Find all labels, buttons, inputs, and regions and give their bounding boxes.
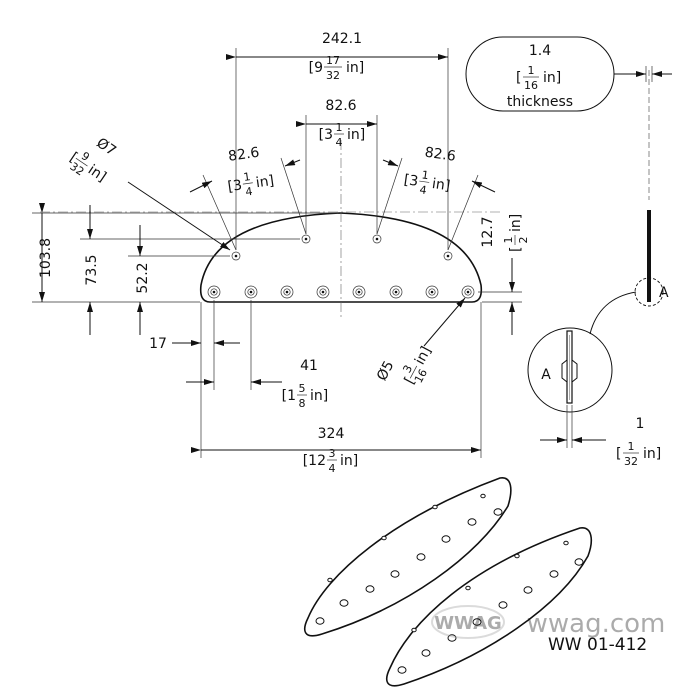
svg-text:in]: in] bbox=[340, 453, 358, 469]
svg-text:Ø5: Ø5 bbox=[374, 358, 397, 383]
svg-text:16: 16 bbox=[524, 79, 538, 92]
dim-bottom-row-height: 12.7 [ 1 2 in] bbox=[480, 214, 530, 252]
upper-hole bbox=[443, 251, 453, 261]
svg-text:[: [ bbox=[616, 446, 621, 462]
dim-right-spacing: 82.6 [3 1 4 in] bbox=[403, 145, 457, 197]
upper-hole bbox=[301, 234, 311, 244]
watermark-text: wwag.com bbox=[527, 609, 666, 639]
bottom-hole bbox=[389, 285, 403, 299]
bottom-hole bbox=[352, 285, 366, 299]
svg-text:Ø7: Ø7 bbox=[93, 135, 118, 159]
dim-upper-hole-diameter: Ø7 [ 9 32 in] bbox=[67, 135, 119, 185]
dim-lower-outer-hole-height: 52.2 bbox=[135, 262, 151, 293]
svg-text:16: 16 bbox=[412, 367, 430, 385]
svg-text:324: 324 bbox=[318, 426, 345, 442]
dim-hole-pitch: 41 [1 5 8 in] bbox=[282, 358, 329, 410]
svg-text:in]: in] bbox=[431, 176, 451, 194]
watermark-seal: WWAG bbox=[434, 613, 502, 634]
plate-holes bbox=[397, 540, 584, 674]
svg-text:in]: in] bbox=[346, 60, 364, 76]
bottom-hole bbox=[207, 285, 221, 299]
upper-hole-row bbox=[231, 234, 453, 261]
dim-total-height: 103.8 bbox=[38, 238, 54, 278]
svg-text:in]: in] bbox=[347, 127, 365, 143]
bottom-hole bbox=[280, 285, 294, 299]
svg-text:1: 1 bbox=[502, 237, 515, 244]
front-view bbox=[40, 140, 500, 318]
dim-detail-offset: 1 [ 1 32 in] bbox=[616, 416, 661, 468]
svg-text:in]: in] bbox=[310, 388, 328, 404]
svg-text:[3: [3 bbox=[403, 172, 419, 190]
thickness-callout: 1.4 [ 1 16 in] thickness bbox=[465, 36, 672, 112]
dim-242-mm: 242.1 bbox=[322, 31, 362, 47]
dimension-lines bbox=[32, 48, 522, 458]
svg-text:thickness: thickness bbox=[507, 94, 573, 110]
bottom-hole bbox=[244, 285, 258, 299]
svg-text:1.4: 1.4 bbox=[529, 43, 551, 59]
svg-text:41: 41 bbox=[300, 358, 318, 374]
part-number: WW 01-412 bbox=[548, 635, 647, 655]
svg-text:[3: [3 bbox=[319, 127, 333, 143]
bottom-hole bbox=[316, 285, 330, 299]
dim-center-spacing: 82.6 [3 1 4 in] bbox=[319, 98, 366, 149]
dim-lower-hole-diameter: Ø5 [ 3 16 in] bbox=[374, 344, 435, 387]
svg-text:4: 4 bbox=[329, 462, 336, 475]
svg-text:12.7: 12.7 bbox=[480, 216, 496, 247]
upper-hole bbox=[231, 251, 241, 261]
svg-text:82.6: 82.6 bbox=[424, 145, 457, 165]
svg-text:1: 1 bbox=[528, 64, 535, 77]
detail-callout-label: A bbox=[659, 285, 669, 301]
bottom-hole bbox=[425, 285, 439, 299]
svg-text:1: 1 bbox=[628, 440, 635, 453]
svg-text:in]: in] bbox=[412, 344, 435, 368]
svg-text:5: 5 bbox=[299, 382, 306, 395]
dim-overall-width: 324 [12 3 4 in] bbox=[303, 426, 359, 475]
side-view: A bbox=[634, 70, 669, 307]
svg-text:[9: [9 bbox=[309, 60, 323, 76]
dim-left-spacing: 82.6 [3 1 4 in] bbox=[227, 145, 275, 199]
svg-text:[: [ bbox=[508, 247, 524, 252]
svg-text:in]: in] bbox=[643, 446, 661, 462]
svg-text:4: 4 bbox=[419, 183, 428, 197]
svg-text:[1: [1 bbox=[282, 388, 296, 404]
svg-text:32: 32 bbox=[326, 69, 340, 82]
svg-text:3: 3 bbox=[329, 447, 336, 460]
svg-text:17: 17 bbox=[326, 54, 340, 67]
bottom-hole bbox=[461, 285, 475, 299]
svg-text:in]: in] bbox=[508, 214, 524, 232]
svg-text:32: 32 bbox=[67, 160, 86, 179]
detail-view-a: A bbox=[527, 291, 637, 448]
svg-text:1: 1 bbox=[336, 121, 343, 134]
detail-circle bbox=[527, 327, 613, 413]
dim-edge-offset: 17 bbox=[149, 336, 167, 352]
svg-text:1: 1 bbox=[636, 416, 645, 432]
isometric-plate-front bbox=[385, 527, 593, 687]
side-profile bbox=[647, 210, 651, 302]
svg-text:32: 32 bbox=[624, 455, 638, 468]
isometric-plate-back bbox=[303, 477, 512, 637]
upper-hole bbox=[372, 234, 382, 244]
svg-text:1: 1 bbox=[243, 170, 252, 184]
svg-text:8: 8 bbox=[299, 397, 306, 410]
svg-text:82.6: 82.6 bbox=[227, 145, 260, 165]
detail-view-label: A bbox=[541, 367, 551, 383]
svg-text:in]: in] bbox=[85, 162, 109, 185]
dim-242: 242.1 [9 17 32 in] bbox=[309, 31, 365, 82]
bottom-hole-row bbox=[207, 285, 475, 299]
svg-text:[: [ bbox=[516, 70, 521, 86]
svg-text:4: 4 bbox=[336, 136, 343, 149]
watermark: WWAG wwag.com bbox=[431, 605, 666, 639]
dim-upper-outer-hole-height: 73.5 bbox=[84, 254, 100, 285]
svg-text:1: 1 bbox=[421, 168, 430, 182]
svg-text:[3: [3 bbox=[227, 177, 243, 195]
plate-holes bbox=[315, 493, 503, 625]
svg-text:in]: in] bbox=[543, 70, 561, 86]
svg-text:4: 4 bbox=[245, 185, 254, 199]
svg-text:[12: [12 bbox=[303, 453, 326, 469]
detail-circle-marker bbox=[634, 277, 664, 307]
svg-text:in]: in] bbox=[255, 173, 275, 191]
svg-text:2: 2 bbox=[517, 237, 530, 244]
svg-text:82.6: 82.6 bbox=[325, 98, 356, 114]
